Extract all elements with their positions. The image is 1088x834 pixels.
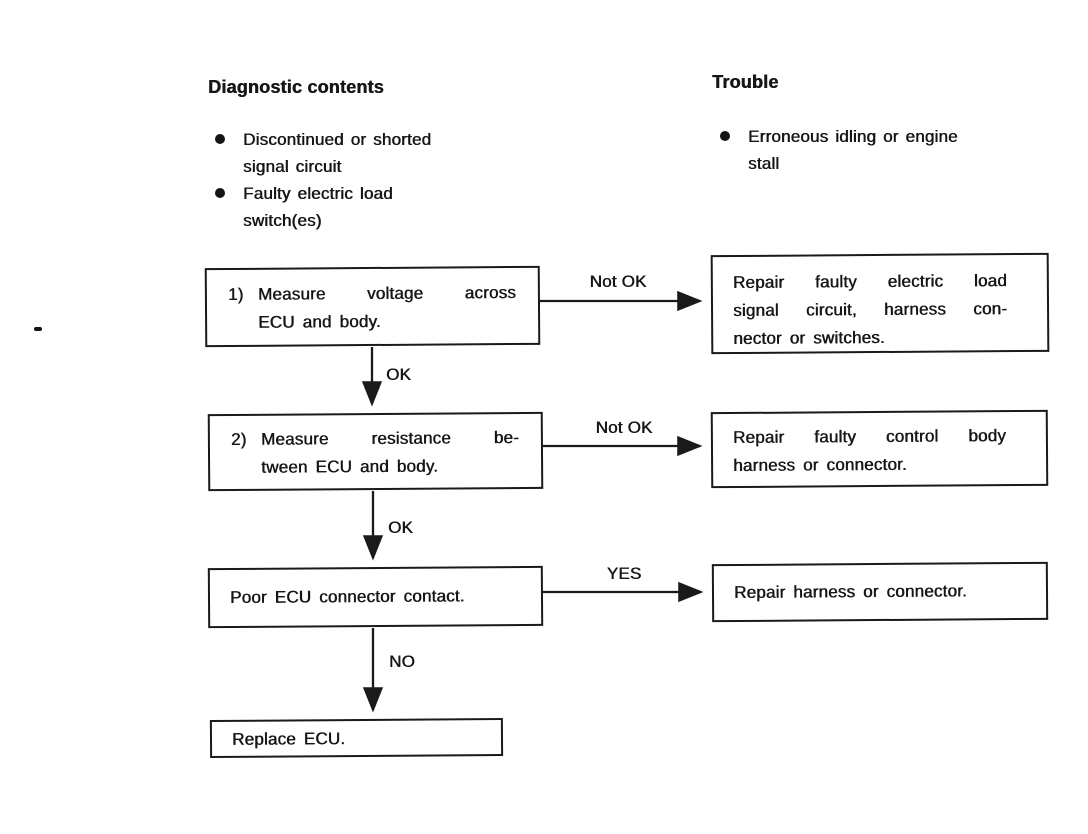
bullet-icon <box>215 134 225 144</box>
step-number: 2) <box>230 429 247 450</box>
arrow-label-no: NO <box>389 652 415 671</box>
list-item-text: Discontinued or shorted signal circuit <box>243 130 432 176</box>
list-item: Discontinued or shorted signal circuit <box>215 126 455 180</box>
diagnostic-contents-list: Discontinued or shorted signal circuit F… <box>215 126 455 234</box>
list-item-text: Erroneous idling or engine stall <box>748 127 958 173</box>
remedy3-box: Repair harness or connector. <box>711 561 1049 623</box>
list-item: Erroneous idling or engine stall <box>720 123 982 177</box>
arrow-label-ok-1: OK <box>386 365 411 384</box>
arrow-label-ok-2: OK <box>388 518 413 537</box>
list-item-text: Faulty electric load switch(es) <box>243 184 393 230</box>
arrow-label-not-ok-1: Not OK <box>589 272 647 291</box>
remedy-text: Repair harness or connector. <box>733 581 967 603</box>
step3-box: Poor ECU connector contact. <box>207 565 544 629</box>
step-text: Measure resistance be-tween ECU and body… <box>260 427 519 477</box>
step4-box: Replace ECU. <box>209 717 504 759</box>
arrow-label-not-ok-2: Not OK <box>595 418 653 437</box>
bullet-icon <box>215 188 225 198</box>
trouble-list: Erroneous idling or engine stall <box>720 123 982 177</box>
step-text: Poor ECU connector contact. <box>229 586 465 608</box>
step-number: 1) <box>227 284 244 305</box>
trouble-title: Trouble <box>712 72 779 92</box>
list-item: Faulty electric load switch(es) <box>215 180 455 234</box>
bullet-icon <box>720 131 730 141</box>
arrow-label-yes: YES <box>606 564 642 583</box>
scan-artifact <box>34 327 42 331</box>
step-text: Replace ECU. <box>231 729 346 749</box>
diagnostic-contents-title: Diagnostic contents <box>208 77 384 97</box>
step2-box: 2) Measure resistance be-tween ECU and b… <box>207 411 544 492</box>
